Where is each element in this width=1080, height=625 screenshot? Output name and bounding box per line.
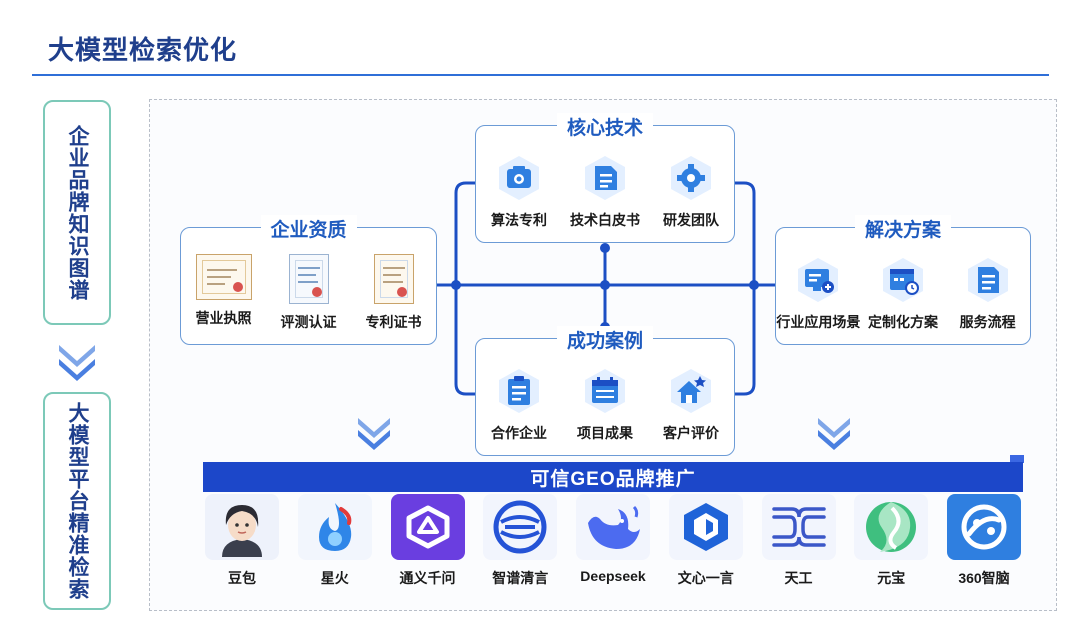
cases-item-partners: 合作企业 (476, 367, 562, 443)
calendar-grid-icon (585, 369, 625, 413)
solution-item-label: 行业应用场景 (776, 314, 861, 330)
page-title: 大模型检索优化 (48, 35, 238, 65)
qualification-title: 企业资质 (260, 215, 357, 242)
qualification-item-patent-cert: 专利证书 (351, 254, 436, 332)
platform-label: 360智脑 (958, 570, 1010, 586)
patent-certificate-icon (373, 254, 414, 304)
house-star-icon (671, 369, 711, 413)
qualification-item-evaluation: 评测认证 (266, 254, 351, 332)
solution-item-label: 服务流程 (959, 314, 1016, 330)
yuanbao-logo (854, 494, 929, 560)
monitor-add-icon (798, 258, 839, 302)
clipboard-icon (499, 369, 539, 413)
title-divider (32, 74, 1049, 76)
document-icon (585, 156, 625, 200)
platform-doubao: 豆包 (203, 494, 281, 594)
platform-360: 360智脑 (945, 494, 1023, 594)
core-tech-item-rnd-team: 研发团队 (648, 154, 734, 230)
banner-edge (1010, 455, 1024, 463)
tongyi-logo (390, 494, 465, 560)
qualification-item-label: 评测认证 (280, 314, 337, 330)
tiangong-logo (761, 494, 836, 560)
platform-list: 豆包 星火 通义千问 智谱清言 (203, 494, 1023, 594)
platform-label: 豆包 (228, 570, 256, 586)
zhipu-logo (483, 494, 558, 560)
core-tech-panel: 核心技术 算法专利 技术白皮书 (475, 113, 735, 243)
platform-label: 文心一言 (677, 570, 734, 586)
solution-title: 解决方案 (854, 215, 952, 242)
platform-tiangong: 天工 (760, 494, 838, 594)
doubao-logo (205, 494, 279, 560)
core-tech-item-patent: 算法专利 (476, 154, 562, 230)
cases-item-label: 客户评价 (663, 425, 719, 441)
gear-icon (671, 156, 711, 200)
solution-item-scenarios: 行业应用场景 (776, 256, 861, 332)
core-tech-item-label: 研发团队 (663, 212, 719, 228)
platform-tongyi: 通义千问 (389, 494, 467, 594)
chevron-down-icon (59, 345, 95, 381)
list-document-icon (967, 258, 1008, 302)
sidebar-knowledge-graph-box: 企业品牌知识图谱 (43, 100, 111, 325)
platform-zhipu: 智谱清言 (481, 494, 559, 594)
solution-item-process: 服务流程 (945, 256, 1030, 332)
geo-banner: 可信GEO品牌推广 (203, 462, 1023, 492)
platform-label: 智谱清言 (492, 570, 549, 586)
platform-label: 通义千问 (399, 570, 456, 586)
xinghuo-logo (297, 494, 372, 560)
platform-yuanbao: 元宝 (852, 494, 930, 594)
platform-xinghuo: 星火 (296, 494, 374, 594)
solution-item-custom: 定制化方案 (861, 256, 946, 332)
qualification-item-label: 营业执照 (195, 310, 252, 326)
qualification-panel: 企业资质 营业执照 评测认证 (180, 215, 437, 345)
360-logo (947, 494, 1021, 560)
platform-wenxin: 文心一言 (667, 494, 745, 594)
geo-banner-text: 可信GEO品牌推广 (530, 468, 696, 490)
deepseek-logo (576, 494, 650, 560)
cases-item-label: 项目成果 (577, 425, 633, 441)
platform-label: Deepseek (580, 568, 646, 584)
core-tech-title: 核心技术 (556, 113, 654, 140)
sidebar-precise-retrieval-label: 大模型平台精准检索 (66, 402, 89, 600)
evaluation-certificate-icon (288, 254, 329, 304)
sidebar-knowledge-graph-label: 企业品牌知识图谱 (66, 124, 89, 301)
core-tech-item-whitepaper: 技术白皮书 (562, 154, 648, 230)
qualification-item-label: 专利证书 (365, 314, 422, 330)
platform-label: 天工 (784, 570, 813, 586)
calendar-clock-icon (883, 258, 923, 302)
core-tech-item-label: 算法专利 (491, 212, 547, 228)
cases-item-label: 合作企业 (491, 425, 547, 441)
cases-item-results: 项目成果 (562, 367, 648, 443)
cases-title: 成功案例 (556, 326, 654, 353)
license-certificate-icon (195, 254, 252, 300)
core-tech-item-label: 技术白皮书 (570, 212, 640, 228)
wenxin-logo (668, 494, 743, 560)
platform-label: 星火 (320, 570, 349, 586)
sidebar-precise-retrieval-box: 大模型平台精准检索 (43, 392, 111, 610)
solution-panel: 解决方案 行业应用场景 定制化方案 (775, 215, 1031, 345)
qualification-item-license: 营业执照 (181, 254, 266, 332)
solution-item-label: 定制化方案 (868, 314, 938, 330)
platform-label: 元宝 (877, 570, 906, 586)
camera-icon (499, 156, 539, 200)
platform-deepseek: Deepseek (574, 494, 652, 594)
cases-panel: 成功案例 合作企业 项目成果 (475, 326, 735, 456)
cases-item-reviews: 客户评价 (648, 367, 734, 443)
